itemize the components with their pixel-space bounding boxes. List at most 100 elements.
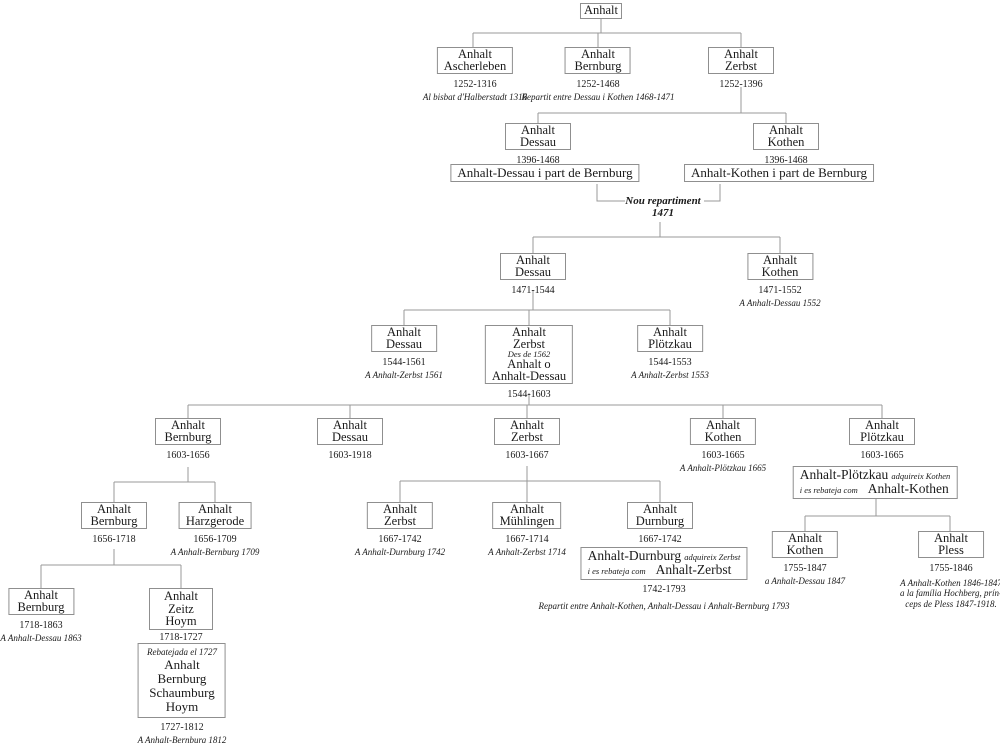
node-box: Anhalt Zerbst	[708, 47, 774, 74]
node-note: A Anhalt-Plötzkau 1665	[679, 462, 767, 473]
node-years: 1544-1561	[382, 356, 426, 368]
node-anhalt-kothen-1603: Anhalt Kothen 1603-1665 A Anhalt-Plötzka…	[680, 418, 766, 473]
node-title-line: Anhalt-Dessau	[491, 368, 567, 383]
node-years: 1667-1742	[378, 533, 422, 545]
node-title-line: Anhalt	[197, 502, 232, 516]
node-box: Anhalt Dessau	[500, 253, 566, 280]
node-box: Anhalt Dessau	[505, 123, 571, 150]
node-note: Al bisbat d'Halberstadt 1316	[422, 91, 528, 102]
node-box: Anhalt Plötzkau	[849, 418, 915, 445]
node-title-line: Kothen	[767, 134, 805, 149]
node-anhalt-dessau-1396: Anhalt Dessau 1396-1468	[505, 123, 571, 166]
node-title-line: Dessau	[519, 134, 557, 149]
node-box: Anhalt Zerbst	[367, 502, 433, 529]
node-box: Anhalt Kothen	[772, 531, 838, 558]
node-title-line: Anhalt o	[507, 357, 551, 371]
node-title-line: Anhalt	[864, 418, 900, 432]
merge-old-name: Anhalt-Durnburg	[587, 548, 682, 563]
node-title-line: Anhalt	[652, 325, 688, 339]
node-years: 1603-1665	[860, 449, 904, 461]
node-title-line: Anhalt	[511, 325, 547, 339]
node-years: 1755-1847	[783, 562, 827, 574]
node-title-line: Anhalt	[515, 253, 551, 267]
node-title-line: Schaumburg	[149, 685, 215, 700]
node-box: Anhalt Dessau	[317, 418, 383, 445]
node-note: A Anhalt-Bernburg 1709	[170, 546, 260, 557]
node-anhalt-bernburg-1656: Anhalt Bernburg 1656-1718	[81, 502, 147, 545]
node-title-line: Anhalt	[386, 325, 422, 339]
node-note: A Anhalt-Bernburg 1812	[137, 735, 227, 743]
node-box: Anhalt	[579, 3, 623, 19]
node-box: Anhalt Zeitz Hoym	[149, 588, 213, 630]
node-merge-durnburg-zerbst: Anhalt-Durnburg adquireix Zerbst i es re…	[538, 547, 790, 612]
node-title-line: Anhalt-Kothen i part de Bernburg	[691, 165, 867, 180]
node-anhalt-dessau-1471: Anhalt Dessau 1471-1544	[500, 253, 566, 296]
merge-note-italic: adquireix Kothen	[891, 471, 951, 481]
node-title-line: Kothen	[761, 264, 799, 279]
merge-note-italic: adquireix Zerbst	[684, 552, 741, 562]
merge-line1: Anhalt-Durnburg adquireix Zerbst	[587, 548, 741, 564]
node-anhalt-kothen-1396: Anhalt Kothen 1396-1468	[753, 123, 819, 166]
node-title-line: Plötzkau	[860, 429, 904, 444]
node-title-line: Anhalt	[457, 47, 492, 61]
node-anhalt-muhlingen: Anhalt Mühlingen 1667-1714 A Anhalt-Zerb…	[488, 502, 566, 557]
node-title-line: Bernburg	[157, 671, 207, 686]
node-years: 1471-1552	[758, 284, 802, 296]
node-title-line: Ascherleben	[443, 58, 507, 73]
node-title-line: Kothen	[704, 429, 742, 444]
node-title-line: Hoym	[165, 699, 199, 714]
node-title-line: Zeitz	[168, 601, 194, 616]
node-anhalt-pless: Anhalt Pless 1755-1846 A Anhalt-Kothen 1…	[900, 531, 1000, 609]
node-title-line: Anhalt	[768, 123, 804, 137]
node-note: A Anhalt-Durnburg 1742	[354, 546, 446, 557]
node-box: Rebatejada el 1727 Anhalt Bernburg Schau…	[138, 643, 226, 718]
node-title-line: Anhalt	[382, 502, 418, 516]
node-box: Anhalt Harzgerode	[178, 502, 252, 529]
merge-line1: Anhalt-Plötzkau adquireix Kothen	[800, 468, 951, 483]
node-note: A Anhalt-Zerbst 1714	[488, 546, 566, 557]
node-note: Repartit entre Dessau i Kothen 1468-1471	[521, 91, 675, 102]
node-box: Anhalt Bernburg	[7, 588, 74, 615]
node-title-line: Anhalt-Dessau i part de Bernburg	[457, 165, 633, 180]
node-box: Anhalt Plötzkau	[637, 325, 703, 352]
node-note: A Anhalt-Zerbst 1553	[631, 369, 709, 380]
node-title-line: Pless	[938, 542, 964, 557]
node-title-line: Anhalt	[723, 47, 759, 61]
node-anhalt-dessau-part-bernburg: Anhalt-Dessau i part de Bernburg	[450, 164, 640, 182]
node-title-line: Anhalt	[762, 253, 798, 267]
node-anhalt: Anhalt	[579, 1, 623, 19]
node-years: 1667-1742	[638, 533, 682, 545]
node-anhalt-dessau-1603: Anhalt Dessau 1603-1918	[317, 418, 383, 461]
node-years: 1603-1665	[701, 449, 745, 461]
node-title-line: Anhalt	[933, 531, 969, 545]
node-box: Anhalt-Kothen i part de Bernburg	[684, 164, 874, 182]
node-anhalt-bernburg-schaumburg-hoym: Rebatejada el 1727 Anhalt Bernburg Schau…	[137, 643, 227, 743]
node-anhalt-kothen-1755: Anhalt Kothen 1755-1847 a Anhalt-Dessau …	[765, 531, 845, 586]
node-title-line: Anhalt	[332, 418, 368, 432]
node-note: a Anhalt-Dessau 1847	[764, 575, 846, 586]
node-box: Anhalt-Dessau i part de Bernburg	[450, 164, 640, 182]
node-title-line: Harzgerode	[185, 513, 245, 528]
node-title-line: Mühlingen	[499, 513, 555, 528]
nou-repartiment-label: Nou repartiment 1471	[625, 195, 700, 219]
node-title-line: Anhalt	[170, 418, 206, 432]
node-title-line: Anhalt	[583, 3, 619, 17]
node-note: A Anhalt-Dessau 1552	[739, 297, 821, 308]
node-title-line: Anhalt	[96, 502, 132, 516]
node-years: 1252-1396	[719, 78, 763, 90]
node-box: Anhalt Mühlingen	[492, 502, 562, 529]
node-note: A Anhalt-Dessau 1863	[0, 632, 82, 643]
node-box: Anhalt Bernburg	[565, 47, 631, 74]
node-anhalt-zerbst-1603: Anhalt Zerbst 1603-1667	[494, 418, 560, 461]
node-title-line: Bernburg	[17, 599, 65, 614]
merge-new-name: Anhalt-Zerbst	[655, 561, 732, 577]
node-title-line: Anhalt	[642, 502, 678, 516]
node-years: 1603-1656	[166, 449, 210, 461]
node-box: Anhalt Bernburg	[155, 418, 221, 445]
node-title-line: Anhalt	[23, 588, 59, 602]
node-title-line: Anhalt	[580, 47, 616, 61]
node-title-line: Dessau	[514, 264, 552, 279]
node-title-line: Dessau	[331, 429, 369, 444]
node-title-line: Anhalt	[163, 589, 199, 603]
